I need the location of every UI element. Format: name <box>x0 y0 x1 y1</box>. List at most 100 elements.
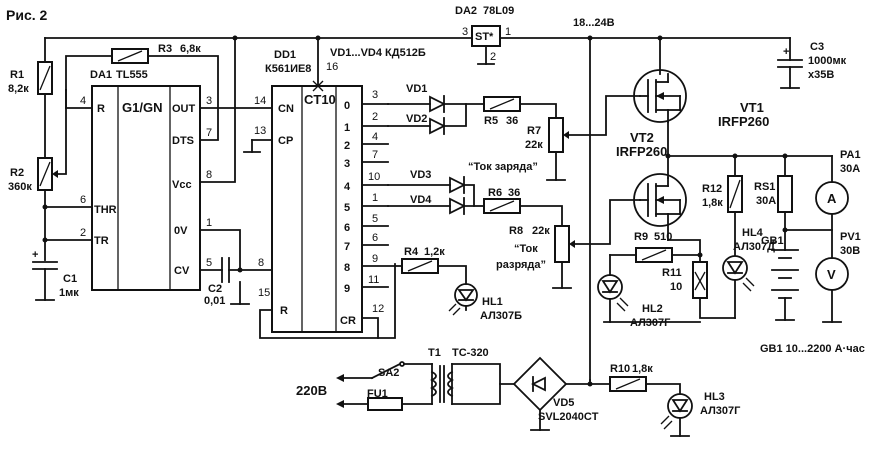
gb1-note: GB1 10...2200 А·час <box>760 343 865 355</box>
rs1-value: 30А <box>756 195 776 207</box>
top-rail <box>44 35 791 41</box>
gb1-label: GB1 <box>761 235 784 247</box>
gb1-battery: + <box>770 237 799 321</box>
c3-value-2: х35В <box>808 69 834 81</box>
vt1-label: VT1 <box>740 100 764 115</box>
c2-label: C2 <box>208 283 222 295</box>
r8-caption-1: “Ток <box>514 243 538 255</box>
hl4-part: АЛ307Д <box>733 241 775 253</box>
svg-text:9: 9 <box>344 283 350 295</box>
da2-pin-1: 1 <box>505 26 511 38</box>
c2-value: 0,01 <box>204 295 225 307</box>
da1-pin6-num: 6 <box>80 194 86 206</box>
vt2-label: VT2 <box>630 130 654 145</box>
dd1-out-pin-2: 2 <box>372 111 378 123</box>
c3-value-1: 1000мк <box>808 55 847 67</box>
vd5-part: SVL2040CT <box>538 411 599 423</box>
da1-wires <box>44 37 273 305</box>
dd1-out-pin-12: 12 <box>372 303 384 315</box>
r6-value: 36 <box>508 187 520 199</box>
r2-label: R2 <box>10 167 24 179</box>
r12-value: 1,8к <box>702 197 723 209</box>
svg-text:V: V <box>827 267 836 282</box>
t1-part: ТС-320 <box>452 347 489 359</box>
hl2-label: HL2 <box>642 303 663 315</box>
dd1-pin-cp: CP <box>278 135 293 147</box>
r9-value: 510 <box>654 231 672 243</box>
r10-value: 1,8к <box>632 363 653 375</box>
dd1-pin-cn: CN <box>278 103 294 115</box>
svg-text:A: A <box>827 191 837 206</box>
svg-text:+: + <box>770 237 776 249</box>
c3-label: C3 <box>810 41 824 53</box>
r1-value: 8,2к <box>8 83 29 95</box>
svg-text:8: 8 <box>344 262 350 274</box>
diodes-note-label: VD1...VD4 КД512Б <box>330 47 426 59</box>
r4-label: R4 <box>404 246 419 258</box>
r4-value: 1,2к <box>424 246 445 258</box>
vt2-mosfet <box>633 155 701 263</box>
r2-value: 360к <box>8 181 32 193</box>
r12-resistor <box>727 155 743 256</box>
mains-section <box>336 356 693 437</box>
c1-value: 1мк <box>59 287 79 299</box>
hl3-part: АЛ307Г <box>700 405 741 417</box>
da1-pin3-num: 3 <box>206 95 212 107</box>
figure-title: Рис. 2 <box>6 7 48 23</box>
dd1-in-13: 13 <box>254 125 266 137</box>
da1-pin-cv: CV <box>174 265 190 277</box>
r7-caption: “Ток заряда” <box>468 161 538 173</box>
r8-label: R8 <box>509 225 523 237</box>
output-node <box>665 153 833 159</box>
pa1-value: 30А <box>840 163 860 175</box>
dd1-label: DD1 <box>274 49 296 61</box>
pa1-ammeter: A <box>815 155 849 259</box>
r1-label: R1 <box>10 69 24 81</box>
r7-value: 22к <box>525 139 543 151</box>
dd1-pin-cr: CR <box>340 315 356 327</box>
da1-pin4-num: 4 <box>80 95 86 107</box>
c1-label: C1 <box>63 273 77 285</box>
dd1-out-pin-4: 4 <box>372 131 378 143</box>
da1-label: DA1 <box>90 69 112 81</box>
da1-pin-tr: TR <box>94 235 109 247</box>
r6-label: R6 <box>488 187 502 199</box>
svg-text:3: 3 <box>344 158 350 170</box>
vd4-label: VD4 <box>410 194 432 206</box>
dd1-part-label: К561ИЕ8 <box>265 63 311 75</box>
r12-label: R12 <box>702 183 722 195</box>
da1-pin-vcc: Vcc <box>172 179 192 191</box>
vt1-mosfet <box>633 37 687 157</box>
da1-pin-0v: 0V <box>174 225 188 237</box>
r3-label: R3 <box>158 43 172 55</box>
discharge-branch <box>387 176 641 289</box>
dd1-outputs: 0 1 2 3 4 5 6 7 8 9 <box>344 100 396 295</box>
da1-timer-chip <box>91 85 201 291</box>
vd5-label: VD5 <box>553 397 574 409</box>
dd1-out-pin-11: 11 <box>368 274 379 286</box>
hl1-label: HL1 <box>482 296 503 308</box>
da1-pin-out: OUT <box>172 103 196 115</box>
r4-hl1-branch <box>394 258 478 316</box>
svg-text:4: 4 <box>344 181 351 193</box>
r11-value: 10 <box>670 281 682 293</box>
vd2-label: VD2 <box>406 113 427 125</box>
hl1-part: АЛ307Б <box>480 310 522 322</box>
dd1-core-label: CT10 <box>304 92 336 107</box>
da1-pin8-num: 8 <box>206 169 212 181</box>
dd1-in-16: 16 <box>326 61 338 73</box>
dd1-out-pin-3: 3 <box>372 89 378 101</box>
t1-label: T1 <box>428 347 441 359</box>
r5-value: 36 <box>506 115 518 127</box>
svg-text:1: 1 <box>344 122 350 134</box>
rs1-shunt <box>777 155 833 251</box>
da1-pin2-num: 2 <box>80 227 86 239</box>
vt1-part: IRFP260 <box>718 114 769 129</box>
r1-r2-chain <box>37 37 67 261</box>
r8-value: 22к <box>532 225 550 237</box>
da1-pin1-num: 1 <box>206 217 212 229</box>
r11-label: R11 <box>662 267 682 279</box>
dd1-out-pin-7: 7 <box>372 149 378 161</box>
dd1-in-15: 15 <box>258 287 270 299</box>
dd1-out-pin-10: 10 <box>368 171 380 183</box>
